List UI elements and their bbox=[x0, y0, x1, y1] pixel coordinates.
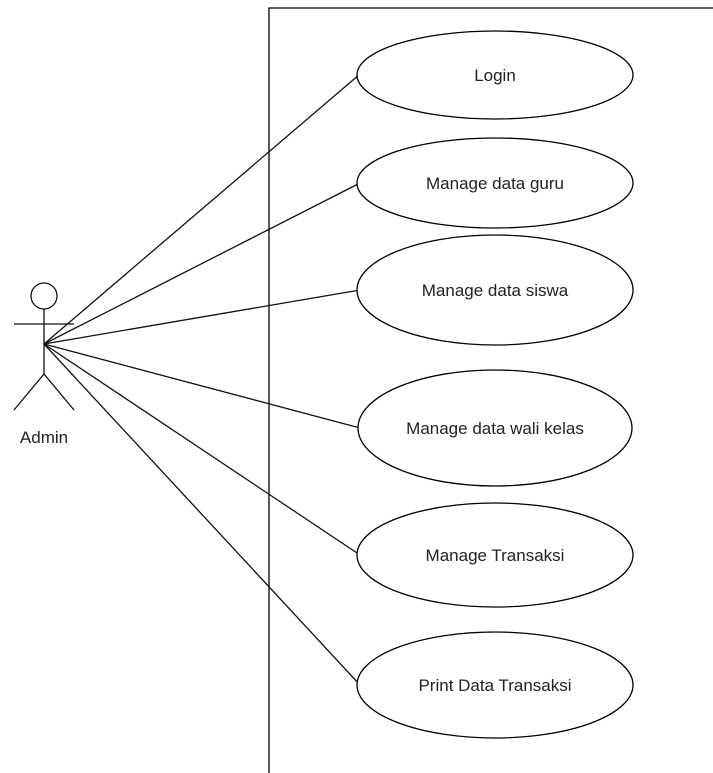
use-case-print-data-transaksi[interactable]: Print Data Transaksi bbox=[356, 631, 634, 739]
use-case-label: Manage data siswa bbox=[422, 281, 569, 300]
association-print-data-transaksi bbox=[43, 343, 361, 686]
association-manage-transaksi bbox=[43, 343, 361, 556]
use-case-ellipse bbox=[356, 234, 634, 346]
association-manage-data-siswa bbox=[43, 289, 361, 345]
use-case-login[interactable]: Login bbox=[356, 30, 634, 120]
use-case-manage-data-wali-kelas[interactable]: Manage data wali kelas bbox=[357, 369, 633, 487]
system-boundary bbox=[268, 7, 713, 773]
use-case-ellipse bbox=[356, 30, 634, 120]
use-case-manage-data-siswa[interactable]: Manage data siswa bbox=[356, 234, 634, 346]
actor-left-leg bbox=[13, 373, 45, 411]
actor-label-background bbox=[10, 424, 80, 449]
use-case-ellipse bbox=[357, 369, 633, 487]
association-login bbox=[43, 73, 361, 345]
association-manage-data-guru bbox=[43, 182, 361, 345]
actor-label: Admin bbox=[20, 428, 68, 447]
use-case-label: Login bbox=[474, 66, 516, 85]
use-case-manage-data-guru[interactable]: Manage data guru bbox=[356, 137, 634, 229]
use-case-label: Manage Transaksi bbox=[426, 546, 565, 565]
actor-head bbox=[30, 282, 58, 310]
use-case-ellipse bbox=[356, 137, 634, 229]
actor-admin[interactable] bbox=[13, 282, 75, 411]
use-case-ellipse bbox=[356, 631, 634, 739]
use-case-label: Manage data wali kelas bbox=[406, 419, 584, 438]
associations bbox=[43, 73, 361, 686]
association-manage-data-wali-kelas bbox=[43, 343, 361, 429]
actor-right-leg bbox=[43, 373, 75, 411]
use-case-manage-transaksi[interactable]: Manage Transaksi bbox=[356, 502, 634, 608]
use-case-label: Print Data Transaksi bbox=[418, 676, 571, 695]
use-case-label: Manage data guru bbox=[426, 174, 564, 193]
use-case-ellipse bbox=[356, 502, 634, 608]
